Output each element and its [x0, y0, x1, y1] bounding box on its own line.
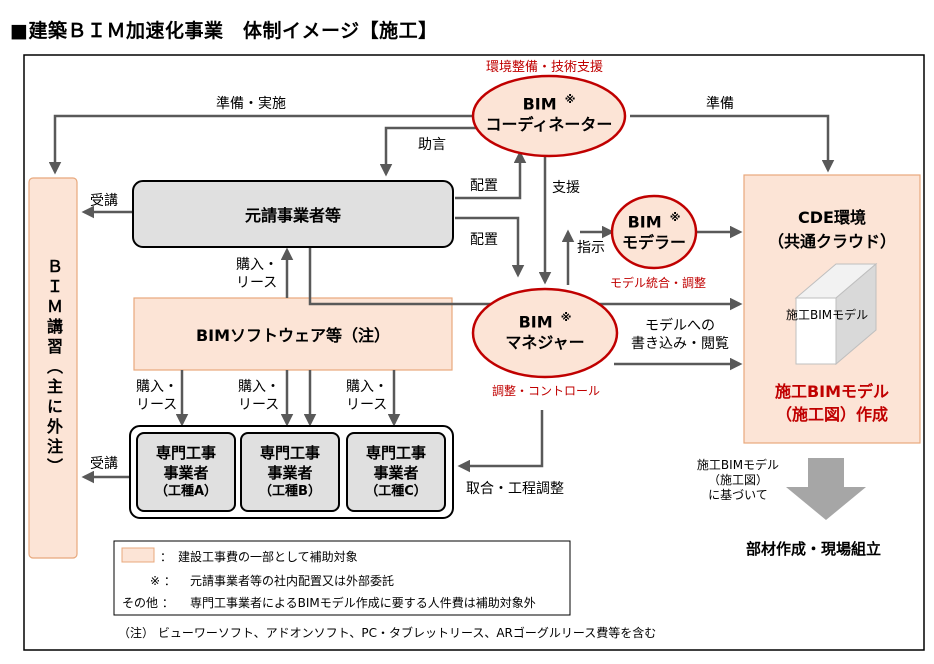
coordinator-text: BIM ※ コーディネーター — [473, 93, 625, 136]
page-title: ■建築ＢＩＭ加速化事業 体制イメージ【施工】 — [10, 20, 438, 42]
training-label: ＢＩＭ講習（主に外注） — [44, 258, 63, 478]
label-instruct: 指示 — [577, 240, 605, 256]
cube-label: 施工BIMモデル — [786, 308, 869, 322]
specialist-b-line2: 事業者 — [267, 464, 313, 483]
label-purchase-c: 購入・ リース — [346, 379, 388, 414]
label-based-on-1: 施工BIMモデル — [696, 458, 780, 472]
label-coordination: 取合・工程調整 — [466, 481, 564, 497]
training-panel — [28, 177, 78, 559]
specialist-c-line1: 専門工事 — [365, 443, 426, 462]
cde-output-line1: 施工BIMモデル — [774, 382, 890, 401]
specialist-c-line2: 事業者 — [373, 464, 419, 483]
label-purchase-a: 購入・ リース — [136, 379, 178, 414]
label-fabrication: 部材作成・現場組立 — [746, 540, 882, 558]
label-purchase-b: 購入・ リース — [238, 379, 280, 414]
specialist-a-line1: 専門工事 — [155, 443, 216, 462]
manager-name: BIM — [518, 312, 553, 332]
coordinator-ellipse — [471, 74, 627, 158]
cde-output-line2: （施工図）作成 — [775, 405, 888, 425]
specialist-a: 専門工事 事業者 （工種A） — [136, 432, 236, 512]
specialist-a-line2: 事業者 — [163, 464, 209, 483]
label-model-write-2: 書き込み・閲覧 — [631, 335, 729, 352]
modeler-role: モデラー — [621, 233, 686, 253]
legend-swatch-text: ： 建設工事費の一部として補助対象 — [160, 550, 358, 564]
coordinator-mark: ※ — [564, 93, 576, 106]
manager-text: BIM ※ マネジャー — [473, 311, 617, 354]
label-based-on-2: （施工図） — [707, 473, 768, 487]
label-advice: 助言 — [418, 137, 446, 153]
label-purchase-c-1: 購入・ — [346, 379, 388, 395]
specialist-c-line3: （工種C） — [365, 484, 427, 500]
label-place-2: 配置 — [470, 232, 498, 248]
coordinator-top-label: 環境整備・技術支援 — [486, 60, 604, 75]
label-attend-1: 受講 — [90, 193, 118, 209]
specialist-b: 専門工事 事業者 （工種B） — [240, 432, 340, 512]
software-panel — [133, 297, 453, 371]
contractor-box — [132, 180, 454, 248]
cde-title-line2: （共通クラウド） — [767, 232, 896, 251]
manager-bottom-label: 調整・コントロール — [492, 384, 601, 398]
modeler-mark: ※ — [669, 211, 681, 224]
legend-box — [113, 540, 571, 616]
label-purchase-up-1: 購入・ — [236, 257, 278, 273]
label-purchase-a-1: 購入・ — [136, 379, 178, 395]
cde-title-line1: CDE環境 — [798, 208, 866, 227]
label-place-1: 配置 — [470, 178, 498, 194]
manager-ellipse — [471, 287, 619, 379]
legend-mark-text: 元請事業者等の社内配置又は外部委託 — [190, 574, 395, 588]
label-prepare: 準備 — [706, 96, 734, 112]
manager-mark: ※ — [560, 311, 572, 324]
modeler-ellipse — [610, 194, 698, 270]
software-label: BIMソフトウェア等（注） — [195, 326, 391, 345]
legend-other-text: 専門工事業者によるBIMモデル作成に要する人件費は補助対象外 — [190, 596, 536, 610]
legend-swatch — [121, 547, 155, 563]
manager-role: マネジャー — [505, 333, 585, 353]
big-down-arrow — [786, 458, 866, 520]
contractor-label: 元請事業者等 — [244, 206, 341, 225]
cde-title: CDE環境 （共通クラウド） — [744, 206, 920, 254]
label-purchase-a-2: リース — [136, 396, 178, 413]
modeler-name: BIM — [627, 212, 662, 232]
outer-frame — [23, 54, 925, 651]
coordinator-role: コーディネーター — [485, 115, 613, 135]
footnote: （注） ビューワーソフト、アドオンソフト、PC・タブレットリース、ARゴーグルリ… — [118, 626, 657, 640]
label-based-on: 施工BIMモデル （施工図） に基づいて — [690, 458, 786, 503]
label-model-write: モデルへの 書き込み・閲覧 — [622, 318, 738, 353]
cde-output: 施工BIMモデル （施工図）作成 — [744, 380, 920, 426]
label-purchase-b-2: リース — [238, 396, 280, 413]
bim-model-cube — [794, 262, 878, 366]
label-attend-2: 受講 — [90, 456, 118, 472]
label-based-on-3: に基づいて — [708, 488, 768, 502]
label-model-write-1: モデルへの — [645, 318, 715, 334]
coordinator-name: BIM — [522, 94, 557, 114]
specialist-c: 専門工事 事業者 （工種C） — [346, 432, 446, 512]
specialist-b-line1: 専門工事 — [259, 443, 320, 462]
modeler-bottom-label: モデル統合・調整 — [610, 276, 707, 290]
label-purchase-c-2: リース — [346, 396, 388, 413]
label-support: 支援 — [552, 180, 580, 196]
label-purchase-b-1: 購入・ — [238, 379, 280, 395]
label-purchase-up-2: リース — [236, 274, 278, 291]
specialist-b-line3: （工種B） — [259, 484, 321, 500]
legend-mark-key: ※ ： — [150, 574, 176, 588]
legend-other-key: その他 ： — [122, 596, 174, 610]
modeler-text: BIM ※ モデラー — [612, 211, 696, 254]
label-prepare-implement: 準備・実施 — [216, 96, 286, 112]
label-purchase-up: 購入・ リース — [236, 257, 278, 292]
specialist-a-line3: （工種A） — [154, 484, 218, 500]
